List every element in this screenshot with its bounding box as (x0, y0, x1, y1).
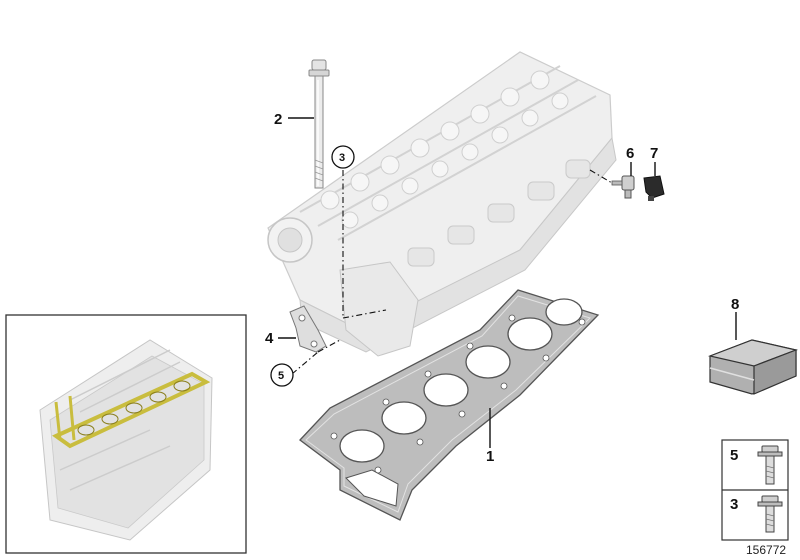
cylinder-head (267, 51, 617, 357)
flange-bolt-icon (757, 445, 783, 485)
leader-lines (278, 117, 737, 448)
legend-number-5: 5 (730, 447, 738, 464)
callout-2: 2 (274, 111, 282, 128)
callout-1: 1 (486, 448, 494, 465)
head-bolt (308, 59, 330, 189)
diagram-number: 156772 (746, 543, 786, 557)
callout-6: 6 (626, 145, 634, 162)
callout-5: 5 (270, 363, 294, 387)
gasket-set-box (707, 339, 799, 395)
legend-box: 5 3 (721, 439, 789, 541)
callout-8: 8 (731, 296, 739, 313)
callout-4: 4 (265, 330, 274, 347)
callout-3-label: 3 (339, 152, 345, 164)
head-gasket (299, 289, 600, 521)
sensor-connector (643, 175, 665, 201)
callout-5-label: 5 (278, 370, 284, 382)
hex-bolt-icon (757, 495, 783, 533)
bracket (289, 305, 327, 353)
temperature-sensor (611, 175, 635, 199)
legend-number-3: 3 (730, 496, 738, 513)
callout-3: 3 (331, 145, 355, 169)
callout-7: 7 (650, 145, 658, 162)
inset-engine-view (5, 314, 247, 554)
